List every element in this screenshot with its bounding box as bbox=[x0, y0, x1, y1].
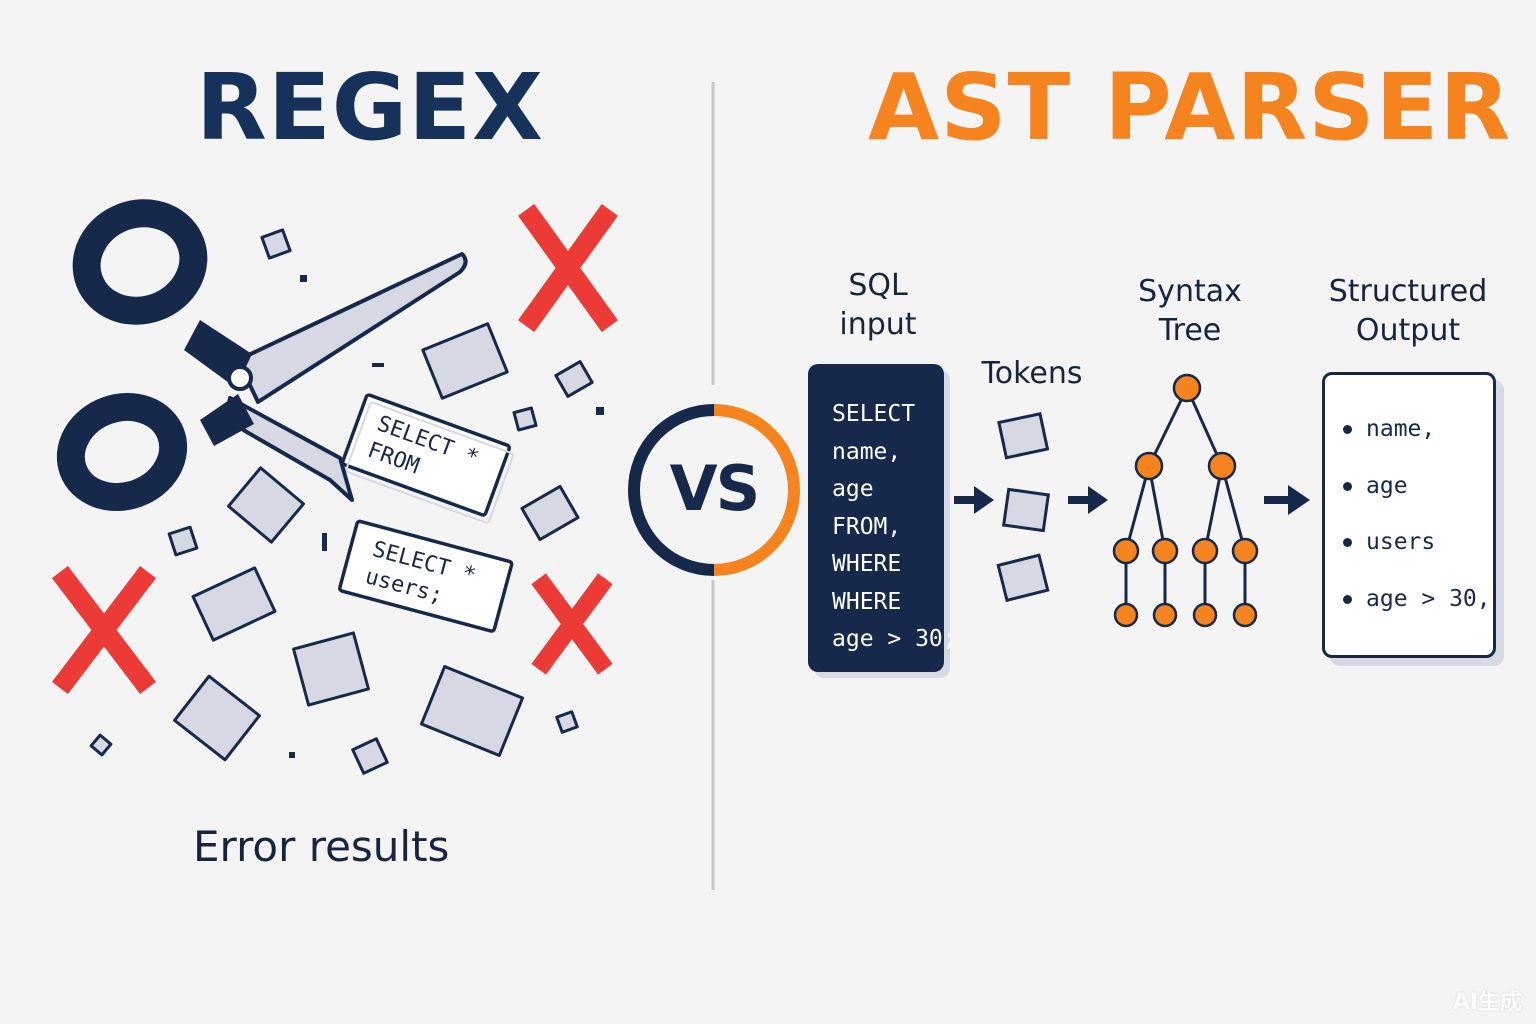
tree-node-icon bbox=[1191, 537, 1219, 565]
tokens-label: Tokens bbox=[981, 356, 1083, 391]
arrow-right-icon bbox=[954, 486, 994, 514]
output-item-text: name, bbox=[1366, 416, 1436, 442]
vs-label: VS bbox=[669, 452, 761, 525]
bullet-icon bbox=[1343, 594, 1352, 604]
sql-line: FROM, bbox=[832, 513, 902, 540]
sql-input-label: SQL input bbox=[818, 266, 938, 344]
tree-node-icon bbox=[1112, 537, 1140, 565]
structured-output-box: name, age users age > 30, bbox=[1322, 372, 1496, 658]
vs-ring bbox=[628, 404, 800, 576]
sql-line: age > 30; bbox=[832, 626, 957, 652]
sql-input-box: SELECT name, age FROM, WHERE WHERE age >… bbox=[808, 364, 957, 672]
output-item: name, bbox=[1343, 411, 1491, 468]
fragment-card-top: SELECT * FROM bbox=[341, 393, 514, 524]
debris-dots bbox=[289, 275, 604, 758]
sql-input-label-line1: SQL bbox=[848, 268, 908, 303]
error-x-icon bbox=[51, 565, 157, 695]
scissors-icon bbox=[56, 199, 468, 512]
bullet-icon bbox=[1343, 425, 1352, 434]
output-item-text: age > 30, bbox=[1366, 585, 1491, 612]
tree-node-icon bbox=[1113, 602, 1139, 628]
sql-line: WHERE bbox=[832, 551, 902, 577]
fragment-card-bottom: SELECT * users; bbox=[338, 519, 514, 633]
bullet-icon bbox=[1343, 481, 1352, 491]
regex-title: REGEX bbox=[196, 54, 544, 161]
structured-output-label-line1: Structured bbox=[1328, 274, 1488, 309]
syntax-tree-label-line1: Syntax bbox=[1138, 274, 1242, 309]
structured-output-label-line2: Output bbox=[1355, 313, 1461, 348]
structured-output-label: Structured Output bbox=[1316, 272, 1500, 350]
output-item-text: age bbox=[1366, 472, 1408, 499]
tree-node-icon bbox=[1231, 537, 1259, 565]
sql-input-label-line2: input bbox=[839, 307, 917, 342]
sql-code-lines: SELECT name, age FROM, WHERE WHERE age >… bbox=[832, 396, 957, 659]
tree-node-icon bbox=[1134, 451, 1164, 481]
watermark: AI生成 bbox=[1452, 990, 1522, 1015]
tree-node-icon bbox=[1151, 537, 1179, 565]
token-icon bbox=[996, 553, 1050, 603]
output-item: users bbox=[1343, 524, 1491, 581]
syntax-tree bbox=[1112, 373, 1259, 628]
arrow-right-icon bbox=[1264, 485, 1310, 515]
token-icon bbox=[997, 412, 1050, 460]
token-icon bbox=[1001, 487, 1051, 533]
error-x-icon bbox=[518, 204, 618, 332]
sql-line: name, bbox=[832, 438, 902, 465]
tree-node-icon bbox=[1232, 602, 1258, 628]
output-item: age bbox=[1343, 468, 1491, 525]
tree-node-icon bbox=[1152, 602, 1178, 628]
arrow-right-icon bbox=[1068, 486, 1108, 514]
syntax-tree-label: Syntax Tree bbox=[1120, 272, 1260, 350]
tree-node-icon bbox=[1207, 451, 1237, 481]
sql-line: age bbox=[832, 476, 874, 502]
broken-fragments bbox=[89, 228, 594, 775]
output-item-text: users bbox=[1366, 529, 1436, 555]
tree-node-icon bbox=[1192, 602, 1218, 628]
error-results-label: Error results bbox=[193, 822, 450, 871]
sql-line: WHERE bbox=[832, 588, 902, 615]
sql-line: SELECT bbox=[832, 401, 916, 427]
syntax-tree-label-line2: Tree bbox=[1158, 313, 1222, 348]
tree-node-icon bbox=[1172, 373, 1202, 403]
ast-parser-title: AST PARSER bbox=[868, 54, 1512, 161]
output-item: age > 30, bbox=[1343, 581, 1491, 638]
error-x-icon bbox=[531, 573, 613, 675]
bullet-icon bbox=[1343, 538, 1352, 547]
output-list: name, age users age > 30, bbox=[1343, 411, 1491, 637]
